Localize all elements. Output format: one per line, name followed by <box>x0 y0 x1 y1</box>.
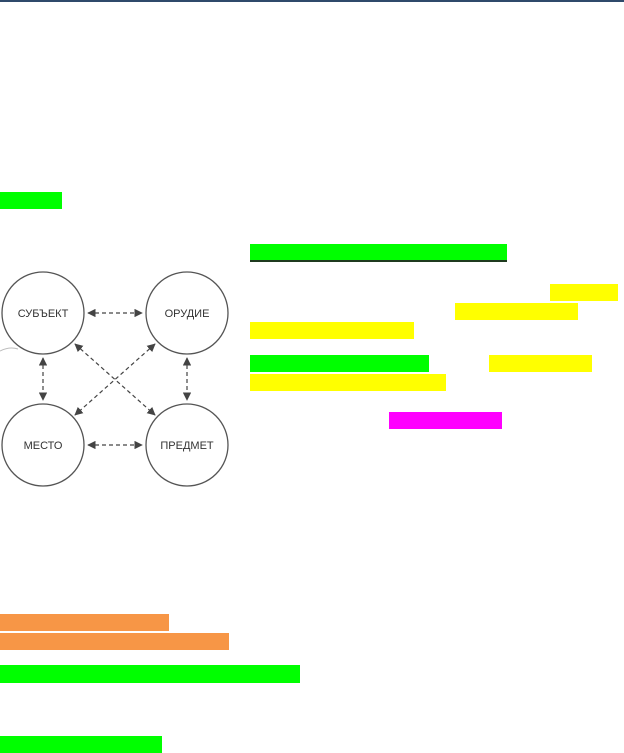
highlight-yellow-5 <box>250 374 446 391</box>
node-subject <box>1 271 85 355</box>
header-rule <box>0 0 624 2</box>
relation-diagram: СУБЪЕКТ ОРУДИЕ МЕСТО ПРЕДМЕТ <box>0 255 232 495</box>
node-instrument <box>145 271 229 355</box>
highlight-magenta-1 <box>389 412 502 429</box>
highlight-yellow-4 <box>489 355 592 372</box>
highlight-orange-1 <box>0 614 169 631</box>
arrow-instrument-place <box>74 343 156 416</box>
smudge-mark <box>0 347 19 352</box>
highlight-green-4 <box>0 736 162 753</box>
highlight-yellow-3 <box>250 322 414 339</box>
node-place-label: МЕСТО <box>24 440 63 452</box>
highlight-green-heading <box>250 244 507 262</box>
node-place <box>1 403 85 487</box>
node-object <box>145 403 229 487</box>
relation-diagram-svg: СУБЪЕКТ ОРУДИЕ МЕСТО ПРЕДМЕТ <box>0 271 229 487</box>
highlight-yellow-1 <box>550 284 618 301</box>
node-instrument-label: ОРУДИЕ <box>165 308 210 320</box>
node-subject-label: СУБЪЕКТ <box>18 308 69 320</box>
highlight-green-3 <box>0 665 300 683</box>
highlight-green-2 <box>250 355 429 372</box>
highlight-orange-2 <box>0 633 229 650</box>
highlight-green-1 <box>0 192 62 209</box>
highlight-yellow-2 <box>455 303 578 320</box>
node-object-label: ПРЕДМЕТ <box>160 440 214 452</box>
